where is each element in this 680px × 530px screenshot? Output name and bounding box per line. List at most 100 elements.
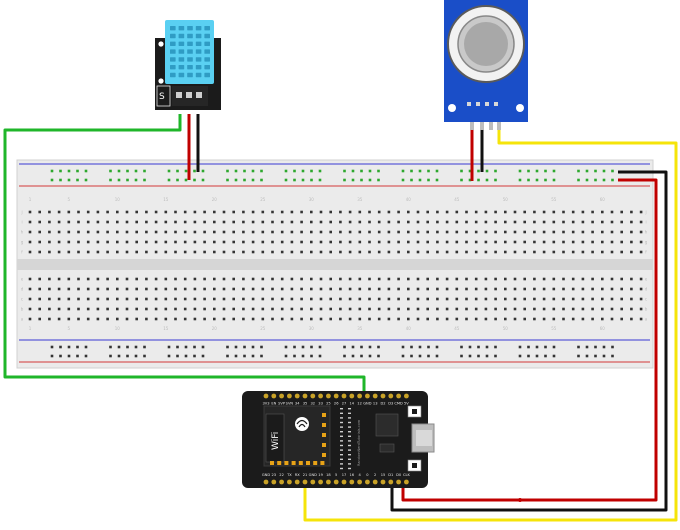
breadboard-hole[interactable]: [523, 210, 526, 214]
breadboard-hole[interactable]: [542, 250, 546, 254]
breadboard-hole[interactable]: [319, 277, 323, 281]
breadboard-hole[interactable]: [38, 240, 41, 244]
breadboard-hole[interactable]: [562, 230, 565, 234]
breadboard-hole[interactable]: [145, 230, 148, 234]
breadboard-hole[interactable]: [201, 169, 205, 173]
breadboard-hole[interactable]: [484, 230, 488, 234]
breadboard-hole[interactable]: [591, 250, 594, 254]
breadboard-hole[interactable]: [377, 220, 381, 224]
breadboard-hole[interactable]: [639, 307, 643, 311]
breadboard-hole[interactable]: [242, 220, 245, 224]
esp32-pin[interactable]: [357, 393, 362, 399]
breadboard-hole[interactable]: [445, 297, 449, 301]
breadboard-hole[interactable]: [339, 220, 342, 224]
breadboard-hole[interactable]: [28, 240, 32, 244]
breadboard-hole[interactable]: [145, 250, 148, 254]
breadboard-hole[interactable]: [176, 169, 179, 173]
breadboard-hole[interactable]: [203, 240, 206, 244]
breadboard-hole[interactable]: [329, 210, 332, 214]
breadboard-hole[interactable]: [544, 345, 547, 349]
breadboard-hole[interactable]: [183, 287, 187, 291]
breadboard-hole[interactable]: [290, 307, 294, 311]
esp32-pin[interactable]: [271, 479, 277, 485]
breadboard-hole[interactable]: [544, 178, 547, 182]
breadboard-hole[interactable]: [358, 297, 362, 301]
breadboard-hole[interactable]: [77, 287, 80, 291]
esp32-pin[interactable]: [287, 479, 292, 485]
breadboard-hole[interactable]: [348, 250, 352, 254]
breadboard-hole[interactable]: [86, 240, 90, 244]
breadboard-hole[interactable]: [494, 230, 497, 234]
breadboard-hole[interactable]: [426, 307, 429, 311]
breadboard-hole[interactable]: [348, 240, 352, 244]
breadboard-hole[interactable]: [86, 277, 90, 281]
breadboard-hole[interactable]: [184, 178, 188, 182]
breadboard-hole[interactable]: [86, 230, 90, 234]
breadboard-hole[interactable]: [410, 354, 413, 358]
breadboard-hole[interactable]: [213, 307, 216, 311]
breadboard-hole[interactable]: [242, 317, 245, 321]
breadboard-hole[interactable]: [96, 297, 100, 301]
esp32-pin[interactable]: [365, 393, 370, 399]
breadboard-hole[interactable]: [135, 250, 138, 254]
breadboard-hole[interactable]: [601, 250, 604, 254]
esp32-pin[interactable]: [380, 393, 386, 399]
breadboard-hole[interactable]: [368, 169, 372, 173]
breadboard-hole[interactable]: [226, 178, 229, 182]
breadboard-hole[interactable]: [117, 354, 121, 358]
breadboard-hole[interactable]: [201, 345, 205, 349]
breadboard-hole[interactable]: [343, 178, 346, 182]
breadboard-hole[interactable]: [48, 210, 51, 214]
breadboard-hole[interactable]: [611, 354, 614, 358]
breadboard-hole[interactable]: [28, 230, 32, 234]
breadboard-hole[interactable]: [339, 317, 342, 321]
breadboard-hole[interactable]: [280, 307, 284, 311]
breadboard-hole[interactable]: [397, 210, 400, 214]
breadboard-hole[interactable]: [134, 345, 138, 349]
breadboard-hole[interactable]: [67, 317, 71, 321]
breadboard-hole[interactable]: [494, 169, 497, 173]
breadboard-hole[interactable]: [174, 287, 177, 291]
breadboard-hole[interactable]: [38, 317, 41, 321]
breadboard-hole[interactable]: [86, 307, 90, 311]
breadboard-hole[interactable]: [135, 317, 138, 321]
breadboard-hole[interactable]: [242, 230, 245, 234]
breadboard-hole[interactable]: [126, 169, 129, 173]
breadboard-hole[interactable]: [455, 210, 459, 214]
breadboard-hole[interactable]: [251, 307, 255, 311]
esp32-pin[interactable]: [318, 479, 323, 485]
breadboard-hole[interactable]: [358, 287, 362, 291]
breadboard-hole[interactable]: [183, 220, 187, 224]
breadboard-hole[interactable]: [630, 220, 633, 224]
breadboard-hole[interactable]: [533, 317, 536, 321]
breadboard-hole[interactable]: [581, 297, 585, 301]
breadboard-hole[interactable]: [50, 178, 54, 182]
breadboard-hole[interactable]: [435, 178, 439, 182]
breadboard-hole[interactable]: [59, 345, 62, 349]
breadboard-hole[interactable]: [106, 317, 109, 321]
breadboard-hole[interactable]: [581, 250, 585, 254]
breadboard-hole[interactable]: [201, 178, 205, 182]
breadboard-hole[interactable]: [116, 277, 119, 281]
breadboard-hole[interactable]: [242, 277, 245, 281]
breadboard-hole[interactable]: [67, 297, 71, 301]
breadboard-hole[interactable]: [620, 230, 623, 234]
esp32-pin[interactable]: [388, 393, 394, 399]
breadboard-hole[interactable]: [639, 297, 643, 301]
breadboard-hole[interactable]: [67, 307, 71, 311]
breadboard-hole[interactable]: [368, 220, 371, 224]
breadboard-hole[interactable]: [271, 297, 274, 301]
breadboard-hole[interactable]: [280, 287, 284, 291]
breadboard-hole[interactable]: [234, 178, 238, 182]
breadboard-hole[interactable]: [226, 354, 229, 358]
breadboard-hole[interactable]: [117, 178, 121, 182]
breadboard-hole[interactable]: [135, 297, 138, 301]
esp32-pin[interactable]: [294, 393, 300, 399]
breadboard-hole[interactable]: [397, 230, 400, 234]
breadboard-hole[interactable]: [251, 250, 255, 254]
esp32-pin[interactable]: [279, 393, 284, 399]
breadboard-hole[interactable]: [174, 277, 177, 281]
breadboard-hole[interactable]: [585, 178, 589, 182]
breadboard-hole[interactable]: [494, 345, 497, 349]
breadboard-hole[interactable]: [630, 317, 633, 321]
